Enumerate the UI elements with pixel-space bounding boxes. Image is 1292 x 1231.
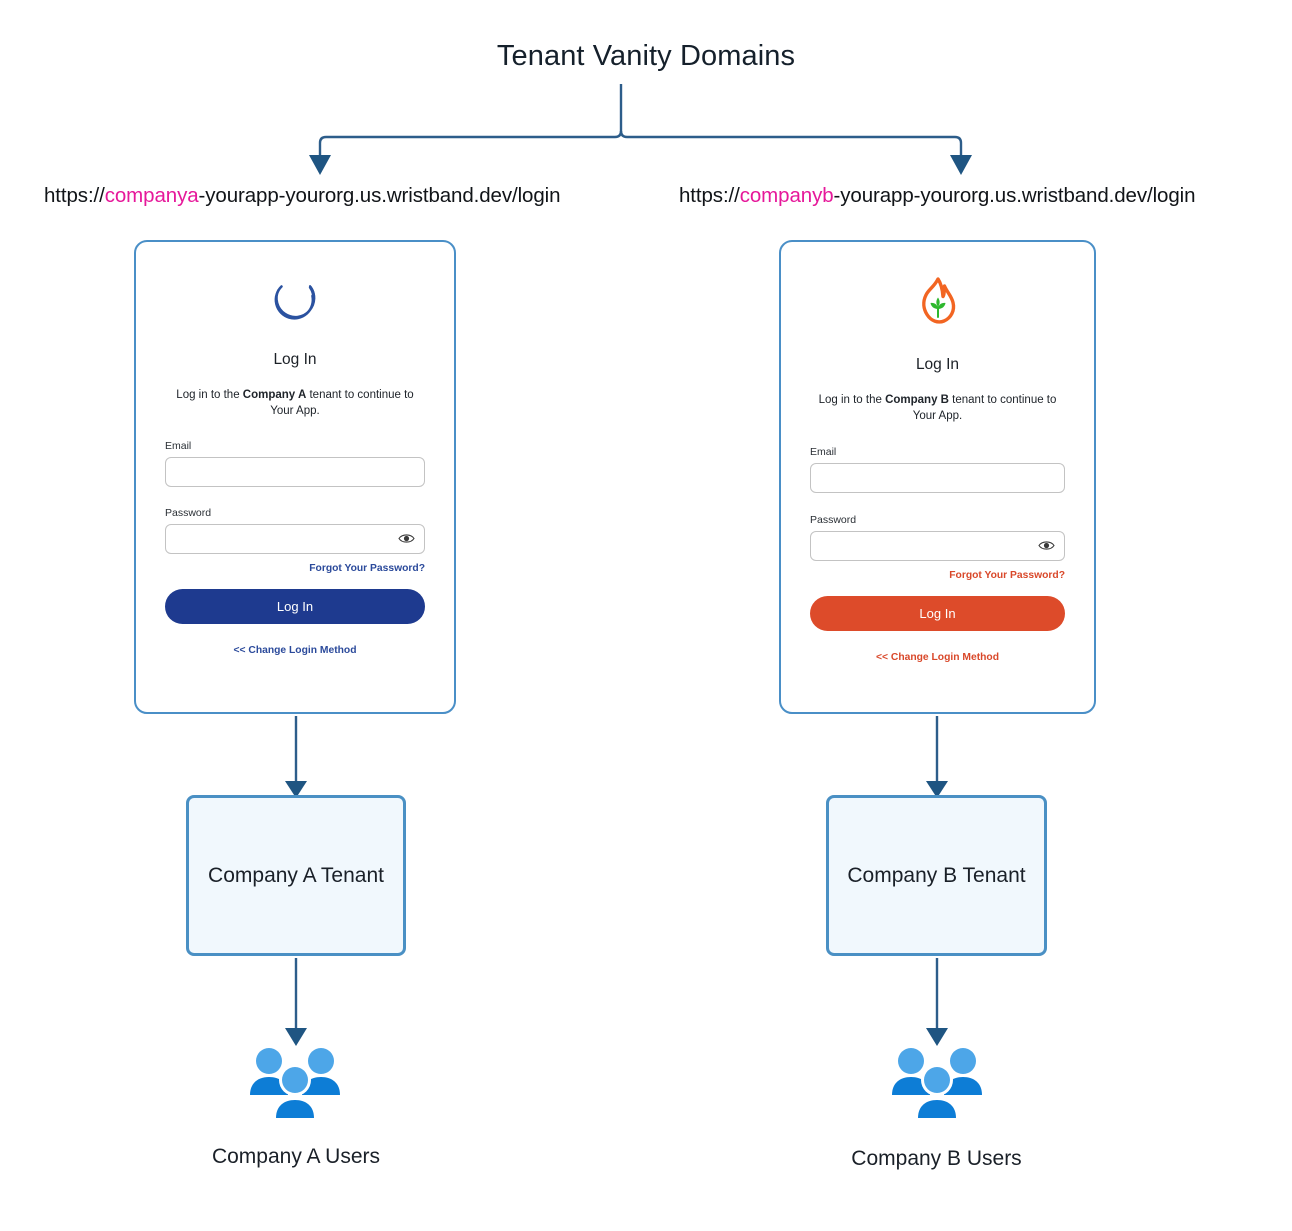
email-label: Email <box>165 439 192 452</box>
forgot-password-link[interactable]: Forgot Your Password? <box>949 569 1065 581</box>
url-tenant-slug: companyb <box>739 184 834 207</box>
email-label: Email <box>810 445 837 458</box>
vanity-url-company-a: https://companya-yourapp-yourorg.us.wris… <box>44 184 561 208</box>
subtitle-before: Log in to the <box>818 394 886 406</box>
subtitle-after: tenant to continue to Your App. <box>270 389 414 418</box>
card-subtitle: Log in to the Company B tenant to contin… <box>810 392 1065 425</box>
password-label: Password <box>810 513 857 526</box>
change-login-method-link[interactable]: << Change Login Method <box>876 651 999 663</box>
email-field[interactable] <box>165 456 425 487</box>
subtitle-tenant-name: Company A <box>242 389 307 401</box>
vanity-url-company-b: https://companyb-yourapp-yourorg.us.wris… <box>679 184 1196 208</box>
login-button[interactable]: Log In <box>165 588 425 624</box>
url-prefix: https:// <box>679 184 740 207</box>
subtitle-before: Log in to the <box>176 389 243 401</box>
card-subtitle: Log in to the Company A tenant to contin… <box>165 387 425 420</box>
show-password-eye-icon[interactable] <box>398 532 415 545</box>
ring-logo-icon <box>274 285 316 320</box>
tenant-box-company-b: Company B Tenant <box>826 795 1047 956</box>
tenant-box-company-a: Company A Tenant <box>186 795 406 956</box>
url-prefix: https:// <box>44 184 105 207</box>
login-button[interactable]: Log In <box>810 595 1065 631</box>
subtitle-after: tenant to continue to Your App. <box>912 394 1057 423</box>
logo-container <box>165 242 425 333</box>
url-tenant-slug: companya <box>104 184 199 207</box>
forgot-password-link[interactable]: Forgot Your Password? <box>309 562 425 574</box>
card-heading: Log In <box>273 351 317 368</box>
users-group-icon <box>250 1048 340 1118</box>
url-suffix: -yourapp-yourorg.us.wristband.dev/login <box>198 184 561 207</box>
change-login-method-link[interactable]: << Change Login Method <box>233 644 357 656</box>
email-field[interactable] <box>810 462 1065 493</box>
tenant-box-label: Company B Tenant <box>847 863 1026 887</box>
login-card-company-b: Log In Log in to the Company B tenant to… <box>779 240 1096 714</box>
show-password-eye-icon[interactable] <box>1038 539 1055 552</box>
password-field[interactable] <box>810 530 1065 561</box>
subtitle-tenant-name: Company B <box>885 394 949 406</box>
logo-container <box>810 242 1065 336</box>
card-heading: Log In <box>915 356 960 373</box>
tenant-box-label: Company A Tenant <box>208 863 384 887</box>
page-title: Tenant Vanity Domains <box>496 40 796 72</box>
users-group-icon <box>892 1048 982 1118</box>
flame-leaf-logo-icon <box>921 277 955 324</box>
url-suffix: -yourapp-yourorg.us.wristband.dev/login <box>833 184 1196 207</box>
login-card-company-a: Log In Log in to the Company A tenant to… <box>134 240 456 714</box>
password-field[interactable] <box>165 523 425 554</box>
users-label-company-a: Company A Users <box>211 1145 381 1168</box>
users-label-company-b: Company B Users <box>851 1147 1022 1170</box>
password-label: Password <box>165 506 212 519</box>
